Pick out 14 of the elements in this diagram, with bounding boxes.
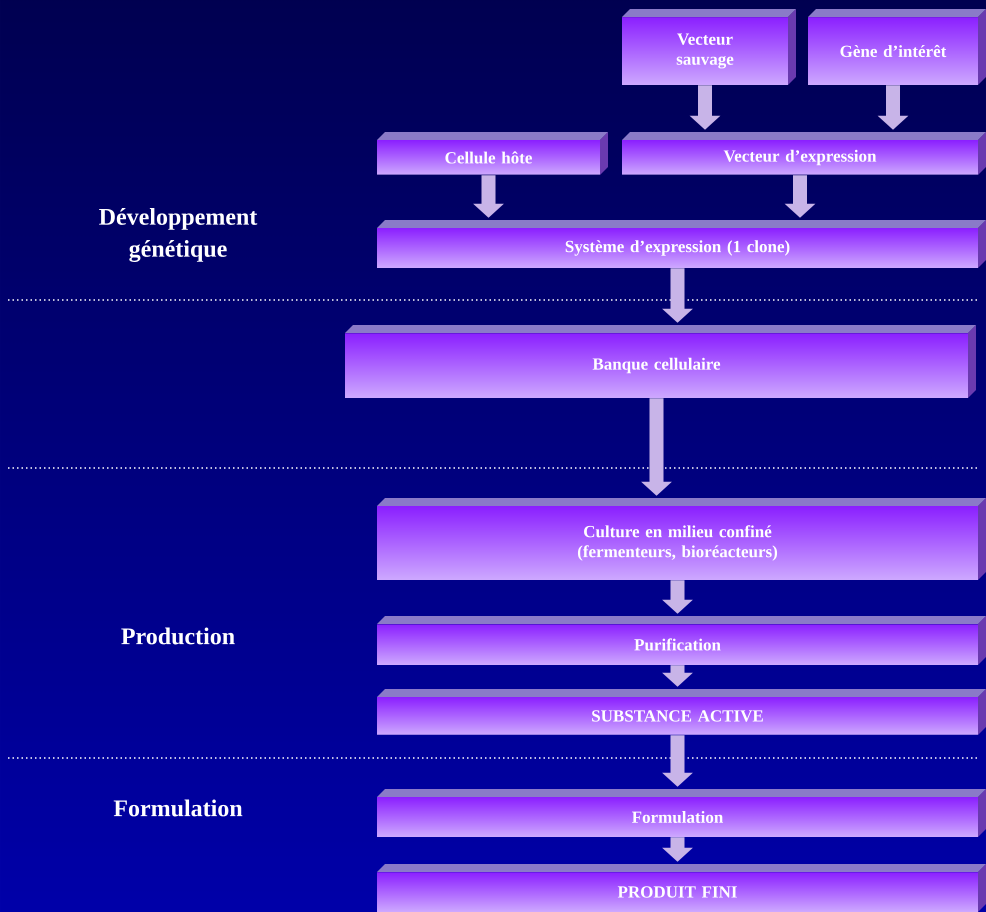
section-label: Formulation — [114, 800, 242, 816]
process-box: Formulation — [377, 789, 986, 837]
section-label: Production — [121, 628, 235, 644]
process-box: PRODUIT FINI — [377, 864, 986, 912]
process-box: Banque cellulaire — [345, 325, 976, 398]
process-box: Gène d’intérêt — [808, 9, 986, 85]
process-box: Cellule hôte — [377, 132, 608, 175]
process-box: Culture en milieu confiné (fermenteurs, bioréacteurs) — [377, 498, 986, 580]
process-box: Vecteur sauvage — [622, 9, 796, 85]
process-box: SUBSTANCE ACTIVE — [377, 689, 986, 735]
process-box: Système d’expression (1 clone) — [377, 220, 986, 268]
process-box: Vecteur d’expression — [622, 132, 986, 175]
process-box: Purification — [377, 616, 986, 665]
section-label: Développement génétique — [99, 208, 258, 262]
